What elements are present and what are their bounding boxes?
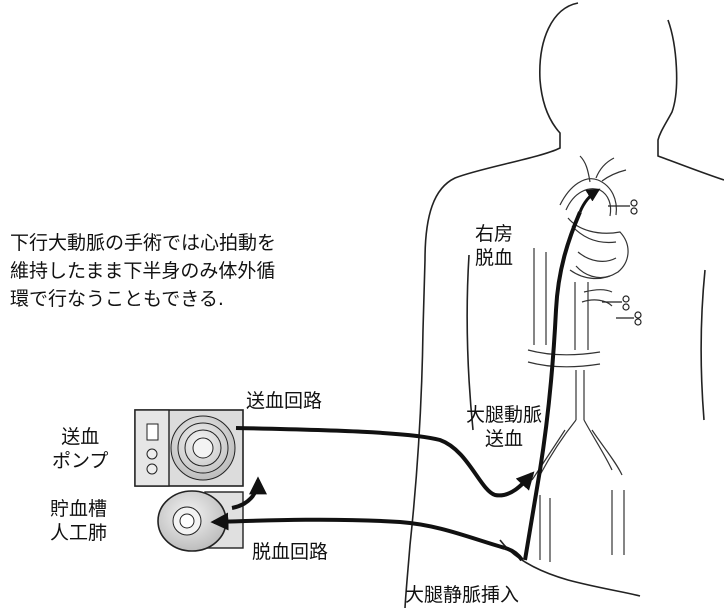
arterial-line-label: 送血回路: [246, 390, 323, 412]
note-line-1: 下行大動脈の手術では心拍動を: [10, 232, 277, 254]
reservoir-label: 貯血槽 人工肺: [50, 497, 107, 545]
right-atrium-label: 右房 脱血: [475, 222, 513, 270]
femoral-artery-label-line-1: 大腿動脈: [466, 404, 543, 426]
reservoir-label-line-2: 人工肺: [50, 522, 108, 544]
reservoir-to-pump: [231, 476, 267, 510]
right-atrium-cannula: [523, 188, 601, 561]
circuit-lines: [210, 426, 535, 562]
venous-line: [210, 512, 506, 550]
procedure-note: 下行大動脈の手術では心拍動を 維持したまま下半身のみ体外循 環で行なうこともでき…: [10, 229, 276, 313]
pump-label-line-2: ポンプ: [52, 450, 109, 472]
pump-label-line-1: 送血: [61, 426, 100, 448]
reservoir-label-line-1: 貯血槽: [50, 498, 108, 520]
venous-line-label: 脱血回路: [252, 541, 329, 563]
blood-pump: [134, 409, 244, 487]
vessel-clamps: [602, 199, 642, 326]
note-line-2: 維持したまま下半身のみ体外循: [10, 260, 276, 282]
pump-label: 送血 ポンプ: [52, 425, 108, 473]
heart-vessels: [527, 155, 629, 562]
right-atrium-label-line-1: 右房: [475, 223, 514, 245]
right-atrium-label-line-2: 脱血: [475, 247, 514, 269]
femoral-vein-link: [504, 546, 524, 562]
body-outline: [404, 2, 724, 609]
arterial-line: [235, 426, 535, 498]
femoral-vein-label: 大腿静脈挿入: [405, 584, 520, 606]
note-line-3: 環で行なうこともできる.: [10, 288, 224, 310]
femoral-artery-label: 大腿動脈 送血: [466, 403, 542, 451]
femoral-artery-label-line-2: 送血: [485, 428, 524, 450]
